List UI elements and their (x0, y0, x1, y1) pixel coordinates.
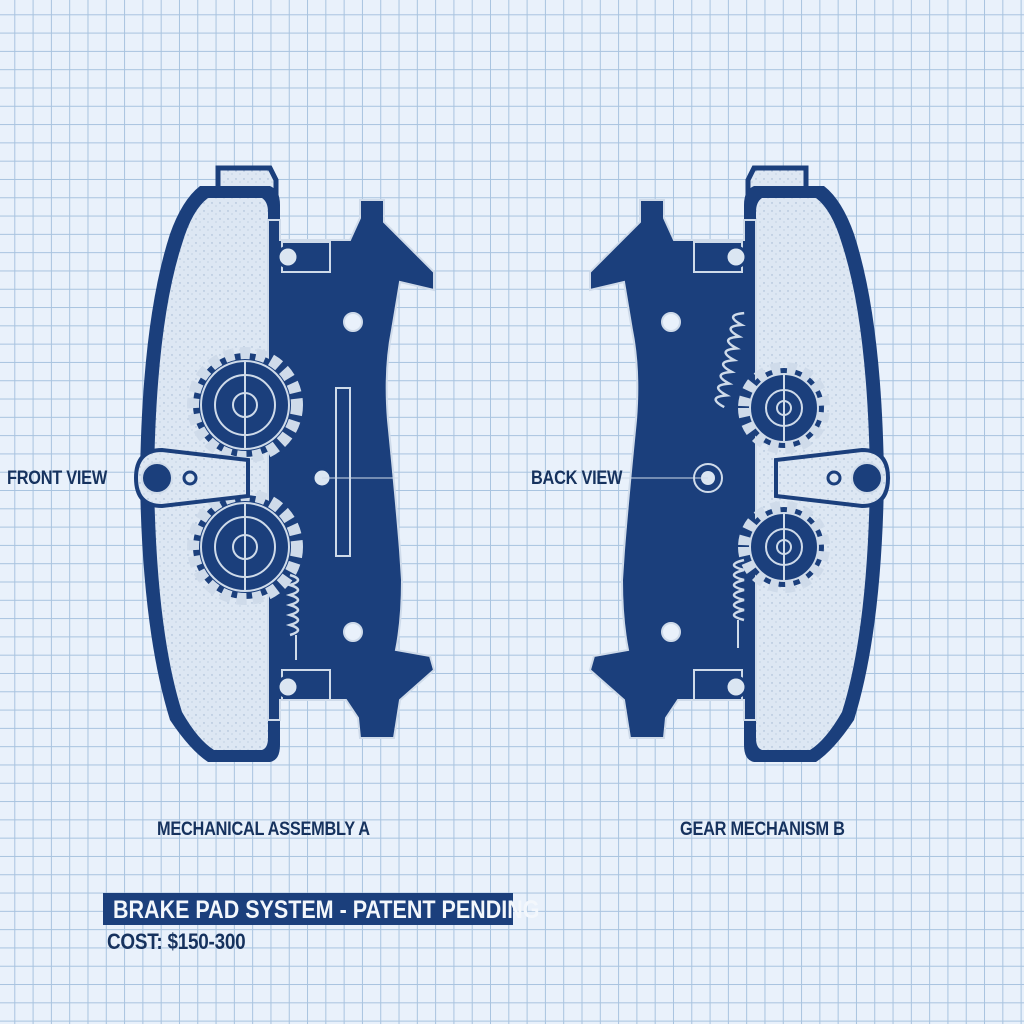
front-view-label: FRONT VIEW (7, 468, 108, 489)
brake-pad-back-icon (588, 165, 891, 762)
brake-pad-front-icon (133, 165, 436, 762)
title-text: BRAKE PAD SYSTEM - PATENT PENDING (113, 896, 540, 924)
cost-label: COST: $150-300 (107, 929, 246, 954)
back-view-label: BACK VIEW (531, 468, 623, 489)
title-banner: BRAKE PAD SYSTEM - PATENT PENDING (103, 893, 539, 925)
mechanical-assembly-caption: MECHANICAL ASSEMBLY A (157, 819, 370, 840)
gear-mechanism-caption: GEAR MECHANISM B (680, 819, 845, 840)
